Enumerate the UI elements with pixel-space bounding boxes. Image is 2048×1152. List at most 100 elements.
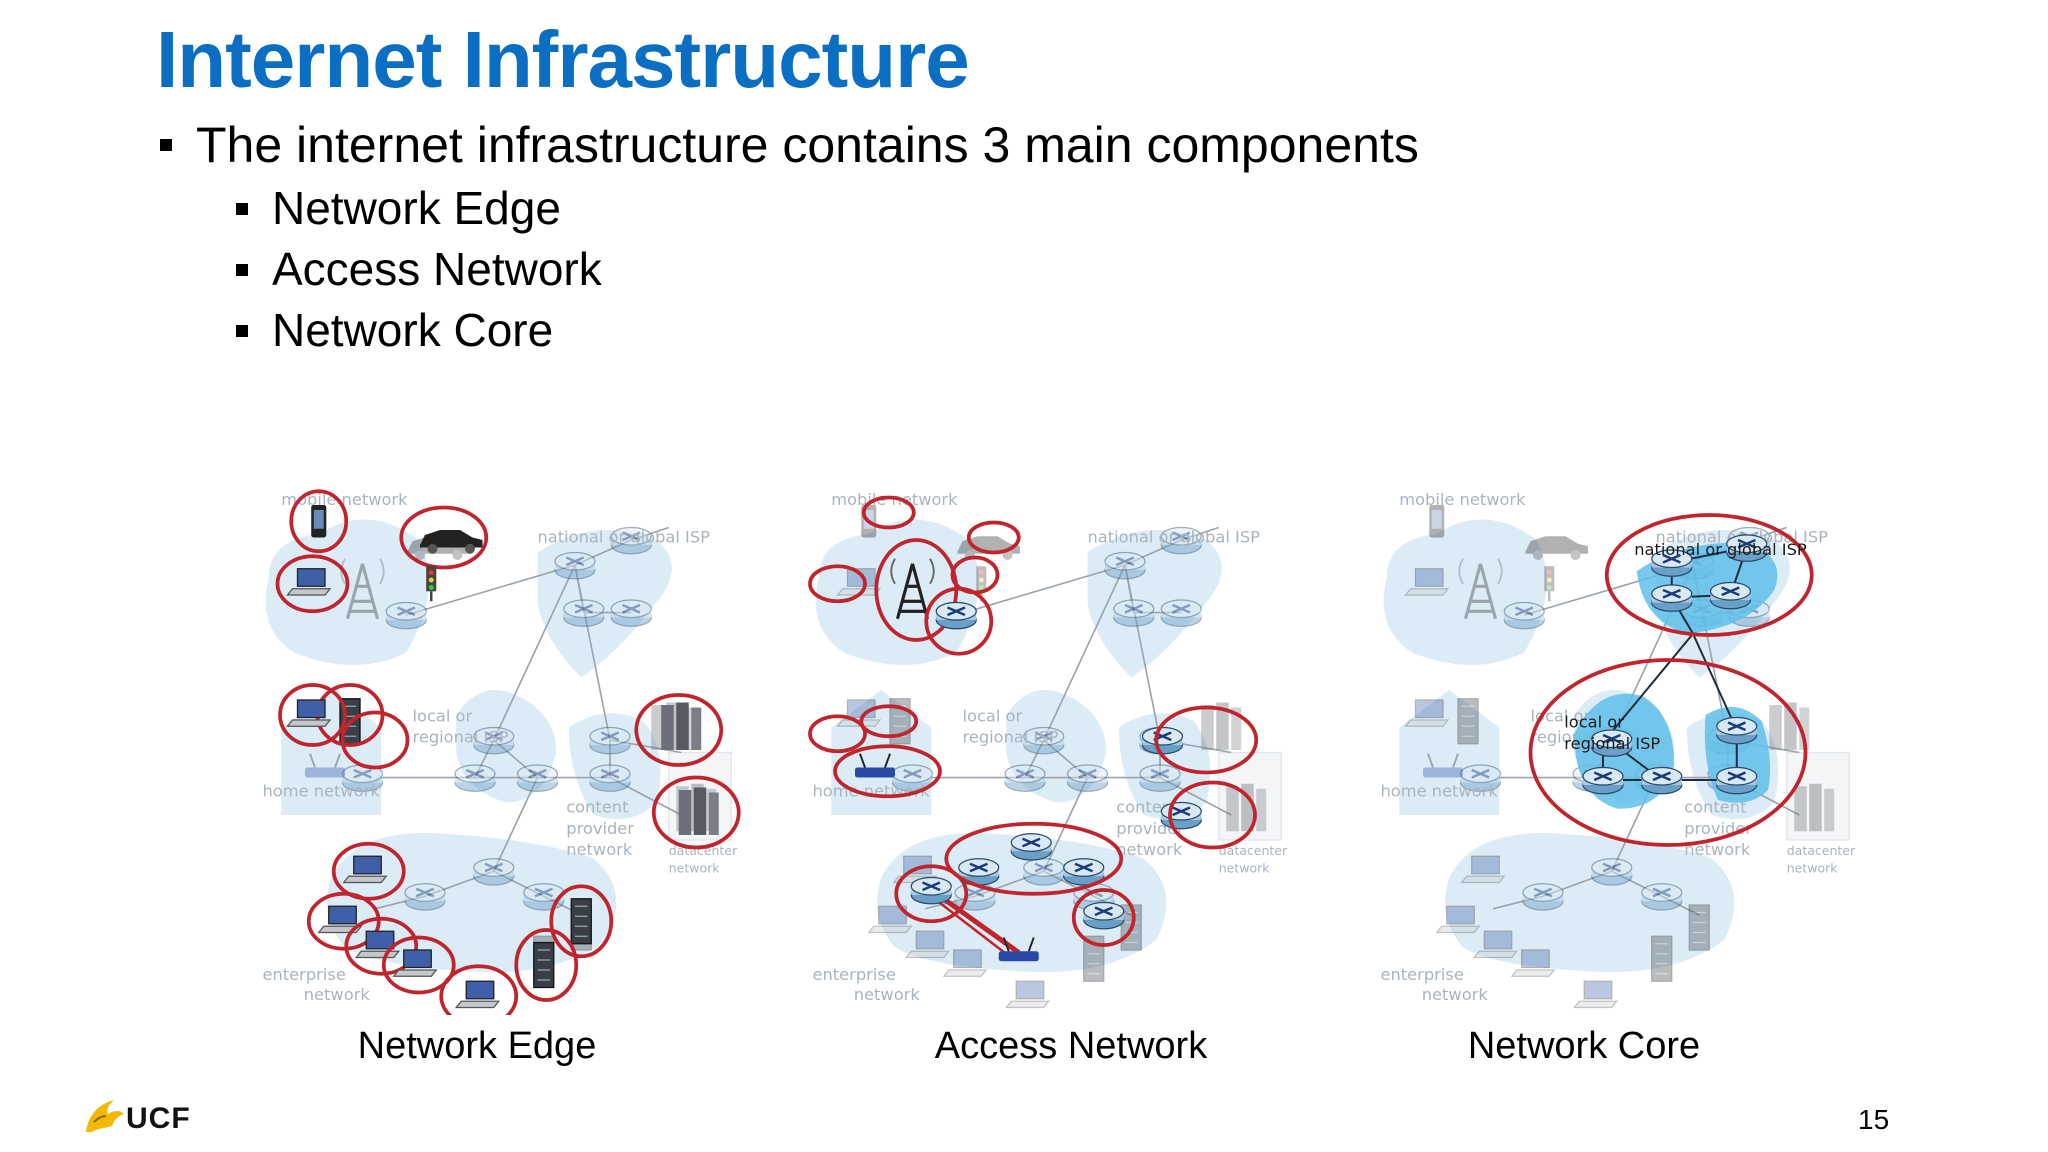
- laptop-screen: [1521, 949, 1550, 969]
- router-icon: [1023, 726, 1065, 755]
- traffic-light-red: [1546, 570, 1552, 575]
- laptop-screen: [1483, 930, 1513, 950]
- link-line: [974, 870, 1045, 898]
- router-base: [1160, 608, 1202, 627]
- wifi-antenna: [859, 753, 891, 768]
- server-body: [1651, 935, 1673, 982]
- content-provider-label: network: [566, 840, 633, 859]
- traffic-light-amber: [978, 577, 984, 583]
- router-icon: [385, 601, 427, 630]
- router-top: [1160, 526, 1202, 546]
- link-line: [609, 776, 682, 816]
- router-icon: [1726, 534, 1768, 562]
- router-body: [1005, 773, 1045, 783]
- router-cross: [600, 768, 620, 779]
- sub-bullet-network-edge: Network Edge: [236, 178, 1860, 239]
- router-body: [563, 608, 604, 618]
- router-cross: [1074, 862, 1093, 873]
- router-cross: [1022, 837, 1041, 848]
- laptop-screen: [296, 568, 326, 587]
- highlight-ring: [514, 928, 579, 1002]
- highlight-ring: [833, 744, 942, 799]
- core-regional-isp-label: local or: [1564, 713, 1624, 732]
- router-icon: [610, 526, 652, 555]
- regional-isp-cloud: [456, 690, 557, 803]
- laptop-screen: [465, 980, 495, 1000]
- router-cross: [969, 862, 988, 873]
- router-cross: [1652, 771, 1671, 782]
- link-line: [1159, 776, 1232, 816]
- rack-unit: [691, 707, 702, 750]
- laptop-screen: [1471, 855, 1500, 875]
- traffic-light-icon: [1544, 566, 1555, 602]
- link-line: [630, 526, 670, 541]
- laptop-icon: [942, 949, 988, 977]
- router-body: [1161, 608, 1202, 618]
- router-icon: [1582, 766, 1624, 795]
- router-cross: [1115, 556, 1135, 567]
- router-cross: [574, 603, 593, 614]
- router-top: [473, 726, 515, 746]
- laptop-screen: [1414, 568, 1444, 587]
- router-icon: [891, 764, 934, 792]
- router-cross: [1662, 588, 1681, 599]
- router-body: [590, 773, 630, 783]
- router-body: [590, 736, 630, 745]
- content-provider-label: provider: [1684, 819, 1752, 838]
- router-body: [1023, 736, 1064, 745]
- sub-bullet-text: Access Network: [272, 243, 602, 295]
- cell-tower-icon: [1458, 558, 1503, 620]
- rack-unit: [1256, 788, 1267, 832]
- router-icon: [1063, 858, 1105, 886]
- link-line: [493, 564, 576, 741]
- laptop-base: [342, 875, 388, 884]
- router-icon: [1459, 764, 1502, 792]
- laptop-base: [392, 969, 438, 977]
- laptop-base: [286, 588, 332, 596]
- laptop-icon: [454, 980, 501, 1009]
- router-body: [1113, 608, 1154, 618]
- rack-unit: [651, 705, 664, 750]
- router-base: [473, 735, 515, 755]
- router-icon: [1160, 801, 1202, 830]
- router-cross: [397, 606, 416, 617]
- highlight-ring: [340, 710, 410, 770]
- phone-screen: [1431, 510, 1442, 529]
- mobile-network-label: mobile network: [1399, 490, 1526, 509]
- router-body: [1073, 892, 1114, 902]
- router-cross: [1124, 603, 1143, 614]
- enterprise-label: enterprise: [263, 965, 346, 984]
- highlight-ring: [1604, 513, 1814, 637]
- highlight-ring: [289, 489, 349, 554]
- router-body: [955, 892, 995, 902]
- link-line: [1043, 739, 1089, 779]
- router-base: [516, 773, 559, 792]
- laptop-base: [1404, 588, 1450, 596]
- phone-icon: [311, 505, 327, 538]
- router-icon: [1591, 729, 1633, 757]
- datacenter-label: datacenter: [1787, 843, 1856, 858]
- link-line: [1180, 526, 1220, 541]
- wifi-antenna: [309, 753, 341, 768]
- laptop-screen: [365, 930, 395, 950]
- router-base: [1139, 773, 1181, 792]
- rack-unit: [1201, 705, 1214, 750]
- laptop-base: [1004, 1000, 1051, 1009]
- router-cross: [1602, 733, 1621, 744]
- mobile-network-cloud: [1383, 519, 1547, 665]
- rack-unit: [1226, 786, 1239, 832]
- regional-isp-label: local or: [413, 706, 473, 725]
- laptop-screen: [1446, 905, 1475, 925]
- laptop-base: [354, 950, 401, 959]
- traffic-light-green: [1546, 585, 1552, 590]
- tower-body: [895, 563, 930, 620]
- rack-unit: [678, 790, 692, 835]
- router-top: [385, 601, 427, 621]
- laptop-icon: [1510, 949, 1556, 977]
- content-provider-label: content: [566, 798, 628, 817]
- router-base: [1160, 535, 1202, 555]
- laptop-icon: [392, 949, 438, 977]
- router-icon: [454, 764, 496, 792]
- server-rack-icon: [1201, 702, 1242, 750]
